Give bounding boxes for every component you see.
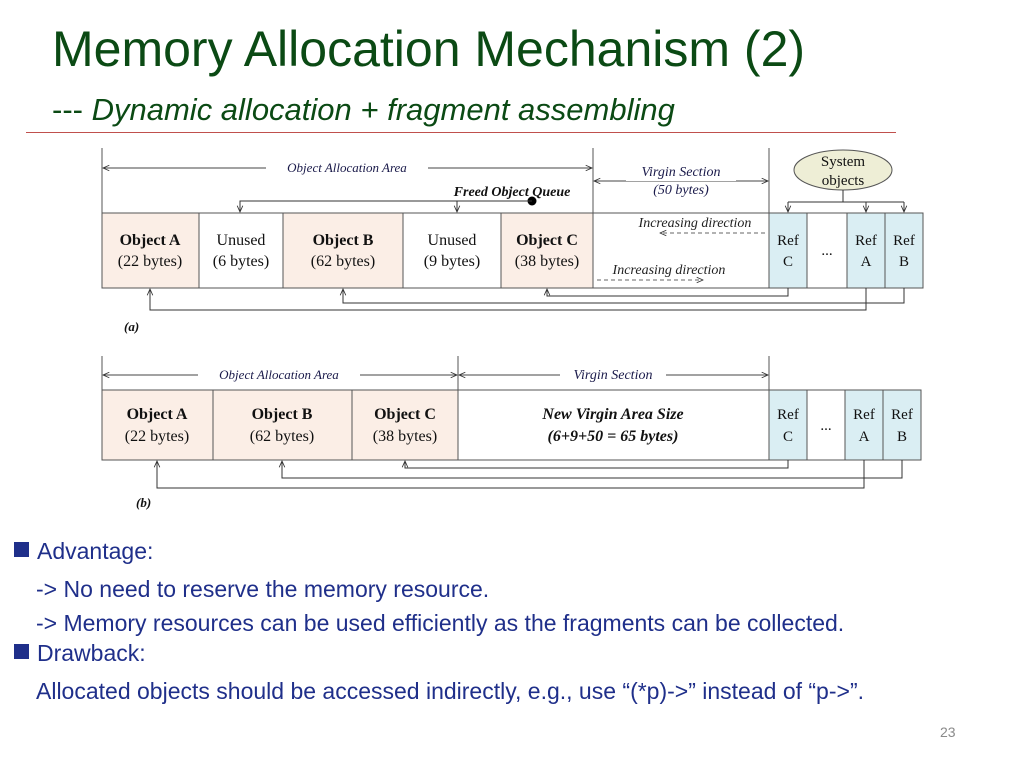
bullet-list: Advantage: -> No need to reserve the mem… — [14, 538, 864, 708]
b-ref-b-top: Ref — [891, 407, 913, 423]
b-object-c-name: Object C — [374, 406, 436, 423]
system-objects-line2: objects — [822, 173, 865, 189]
a-cell-unused-1 — [198, 212, 284, 289]
freed-queue-label: Freed Object Queue — [453, 185, 571, 200]
system-objects-line1: System — [821, 154, 866, 170]
b-ref-c — [768, 389, 808, 461]
a-object-area-label: Object Allocation Area — [287, 160, 407, 175]
a-object-a-size: (22 bytes) — [118, 253, 182, 270]
a-cell-object-a — [101, 212, 200, 289]
bullet-square-icon — [14, 542, 29, 557]
slide-title: Memory Allocation Mechanism (2) — [52, 21, 806, 77]
b-object-a-name: Object A — [127, 406, 188, 423]
a-pointer-ref-a — [150, 288, 867, 311]
advantage-line-2: -> Memory resources can be used efficien… — [36, 610, 845, 636]
a-ref-c — [768, 212, 808, 289]
diagram-a-label: (a) — [124, 319, 139, 334]
memory-allocation-diagram: Object Allocation Area Virgin Section (5… — [101, 148, 924, 510]
a-object-b-size: (62 bytes) — [311, 253, 375, 270]
a-object-a-name: Object A — [120, 232, 181, 249]
diagram-a: Object Allocation Area Virgin Section (5… — [101, 148, 924, 334]
a-ref-c-top: Ref — [777, 233, 799, 249]
a-ref-b — [884, 212, 924, 289]
b-cell-object-b — [212, 389, 353, 461]
a-ref-c-bottom: C — [783, 254, 793, 270]
a-unused-1-size: (6 bytes) — [213, 253, 269, 270]
a-unused-2-size: (9 bytes) — [424, 253, 480, 270]
diagram-b: Object Allocation Area Virgin Section Ob… — [101, 356, 922, 510]
b-cell-object-c — [351, 389, 459, 461]
b-object-a-size: (22 bytes) — [125, 428, 189, 445]
drawback-title: Drawback: — [37, 640, 146, 666]
a-pointer-ref-c — [547, 288, 789, 297]
b-virgin-calc: (6+9+50 = 65 bytes) — [548, 428, 679, 445]
advantage-heading: Advantage: — [14, 538, 864, 572]
a-pointer-ref-b — [343, 288, 905, 304]
b-ref-a-bottom: A — [859, 429, 870, 445]
a-ref-a-bottom: A — [861, 254, 872, 270]
b-object-area-label: Object Allocation Area — [219, 367, 339, 382]
b-pointer-ref-b — [282, 460, 903, 479]
b-cell-object-a — [101, 389, 214, 461]
a-virgin-size: (50 bytes) — [653, 183, 709, 198]
b-ref-ellipsis-text: ... — [820, 418, 831, 434]
a-ref-a — [846, 212, 886, 289]
bullet-square-icon — [14, 644, 29, 659]
a-direction-bottom: Increasing direction — [612, 263, 726, 278]
b-object-b-name: Object B — [252, 406, 313, 423]
b-virgin-label: Virgin Section — [574, 368, 653, 383]
drawback-line-1: Allocated objects should be accessed ind… — [36, 678, 864, 704]
b-cell-virgin — [457, 389, 770, 461]
b-object-c-size: (38 bytes) — [373, 428, 437, 445]
b-ref-c-top: Ref — [777, 407, 799, 423]
a-cell-object-b — [282, 212, 404, 289]
advantage-line-1: -> No need to reserve the memory resourc… — [36, 576, 490, 602]
a-ref-b-bottom: B — [899, 254, 909, 270]
b-virgin-text: New Virgin Area Size — [541, 406, 683, 423]
a-direction-top: Increasing direction — [638, 216, 752, 231]
advantage-title: Advantage: — [37, 538, 154, 564]
title-divider — [26, 132, 896, 133]
b-ref-b — [882, 389, 922, 461]
b-ref-a-top: Ref — [853, 407, 875, 423]
drawback-heading: Drawback: — [14, 640, 864, 674]
diagram-b-label: (b) — [136, 495, 151, 510]
subtitle-dash: --- — [52, 92, 83, 127]
a-ref-b-top: Ref — [893, 233, 915, 249]
a-object-c-name: Object C — [516, 232, 578, 249]
a-unused-2-name: Unused — [428, 232, 477, 249]
a-unused-1-name: Unused — [217, 232, 266, 249]
a-cell-object-c — [500, 212, 594, 289]
b-object-b-size: (62 bytes) — [250, 428, 314, 445]
a-ref-a-top: Ref — [855, 233, 877, 249]
b-ref-c-bottom: C — [783, 429, 793, 445]
b-pointer-ref-a — [157, 460, 865, 489]
a-ref-ellipsis — [806, 212, 848, 289]
a-virgin-label: Virgin Section — [642, 165, 721, 180]
subtitle-text: Dynamic allocation + fragment assembling — [91, 92, 675, 127]
a-cell-unused-2 — [402, 212, 502, 289]
b-pointer-ref-c — [405, 460, 789, 469]
a-ref-ellipsis-text: ... — [821, 243, 832, 259]
slide-subtitle: --- Dynamic allocation + fragment assemb… — [52, 92, 675, 128]
b-ref-b-bottom: B — [897, 429, 907, 445]
a-object-c-size: (38 bytes) — [515, 253, 579, 270]
a-cell-virgin — [592, 212, 770, 289]
page-number: 23 — [940, 724, 956, 740]
a-object-b-name: Object B — [313, 232, 374, 249]
b-ref-ellipsis — [806, 389, 846, 461]
b-ref-a — [844, 389, 884, 461]
